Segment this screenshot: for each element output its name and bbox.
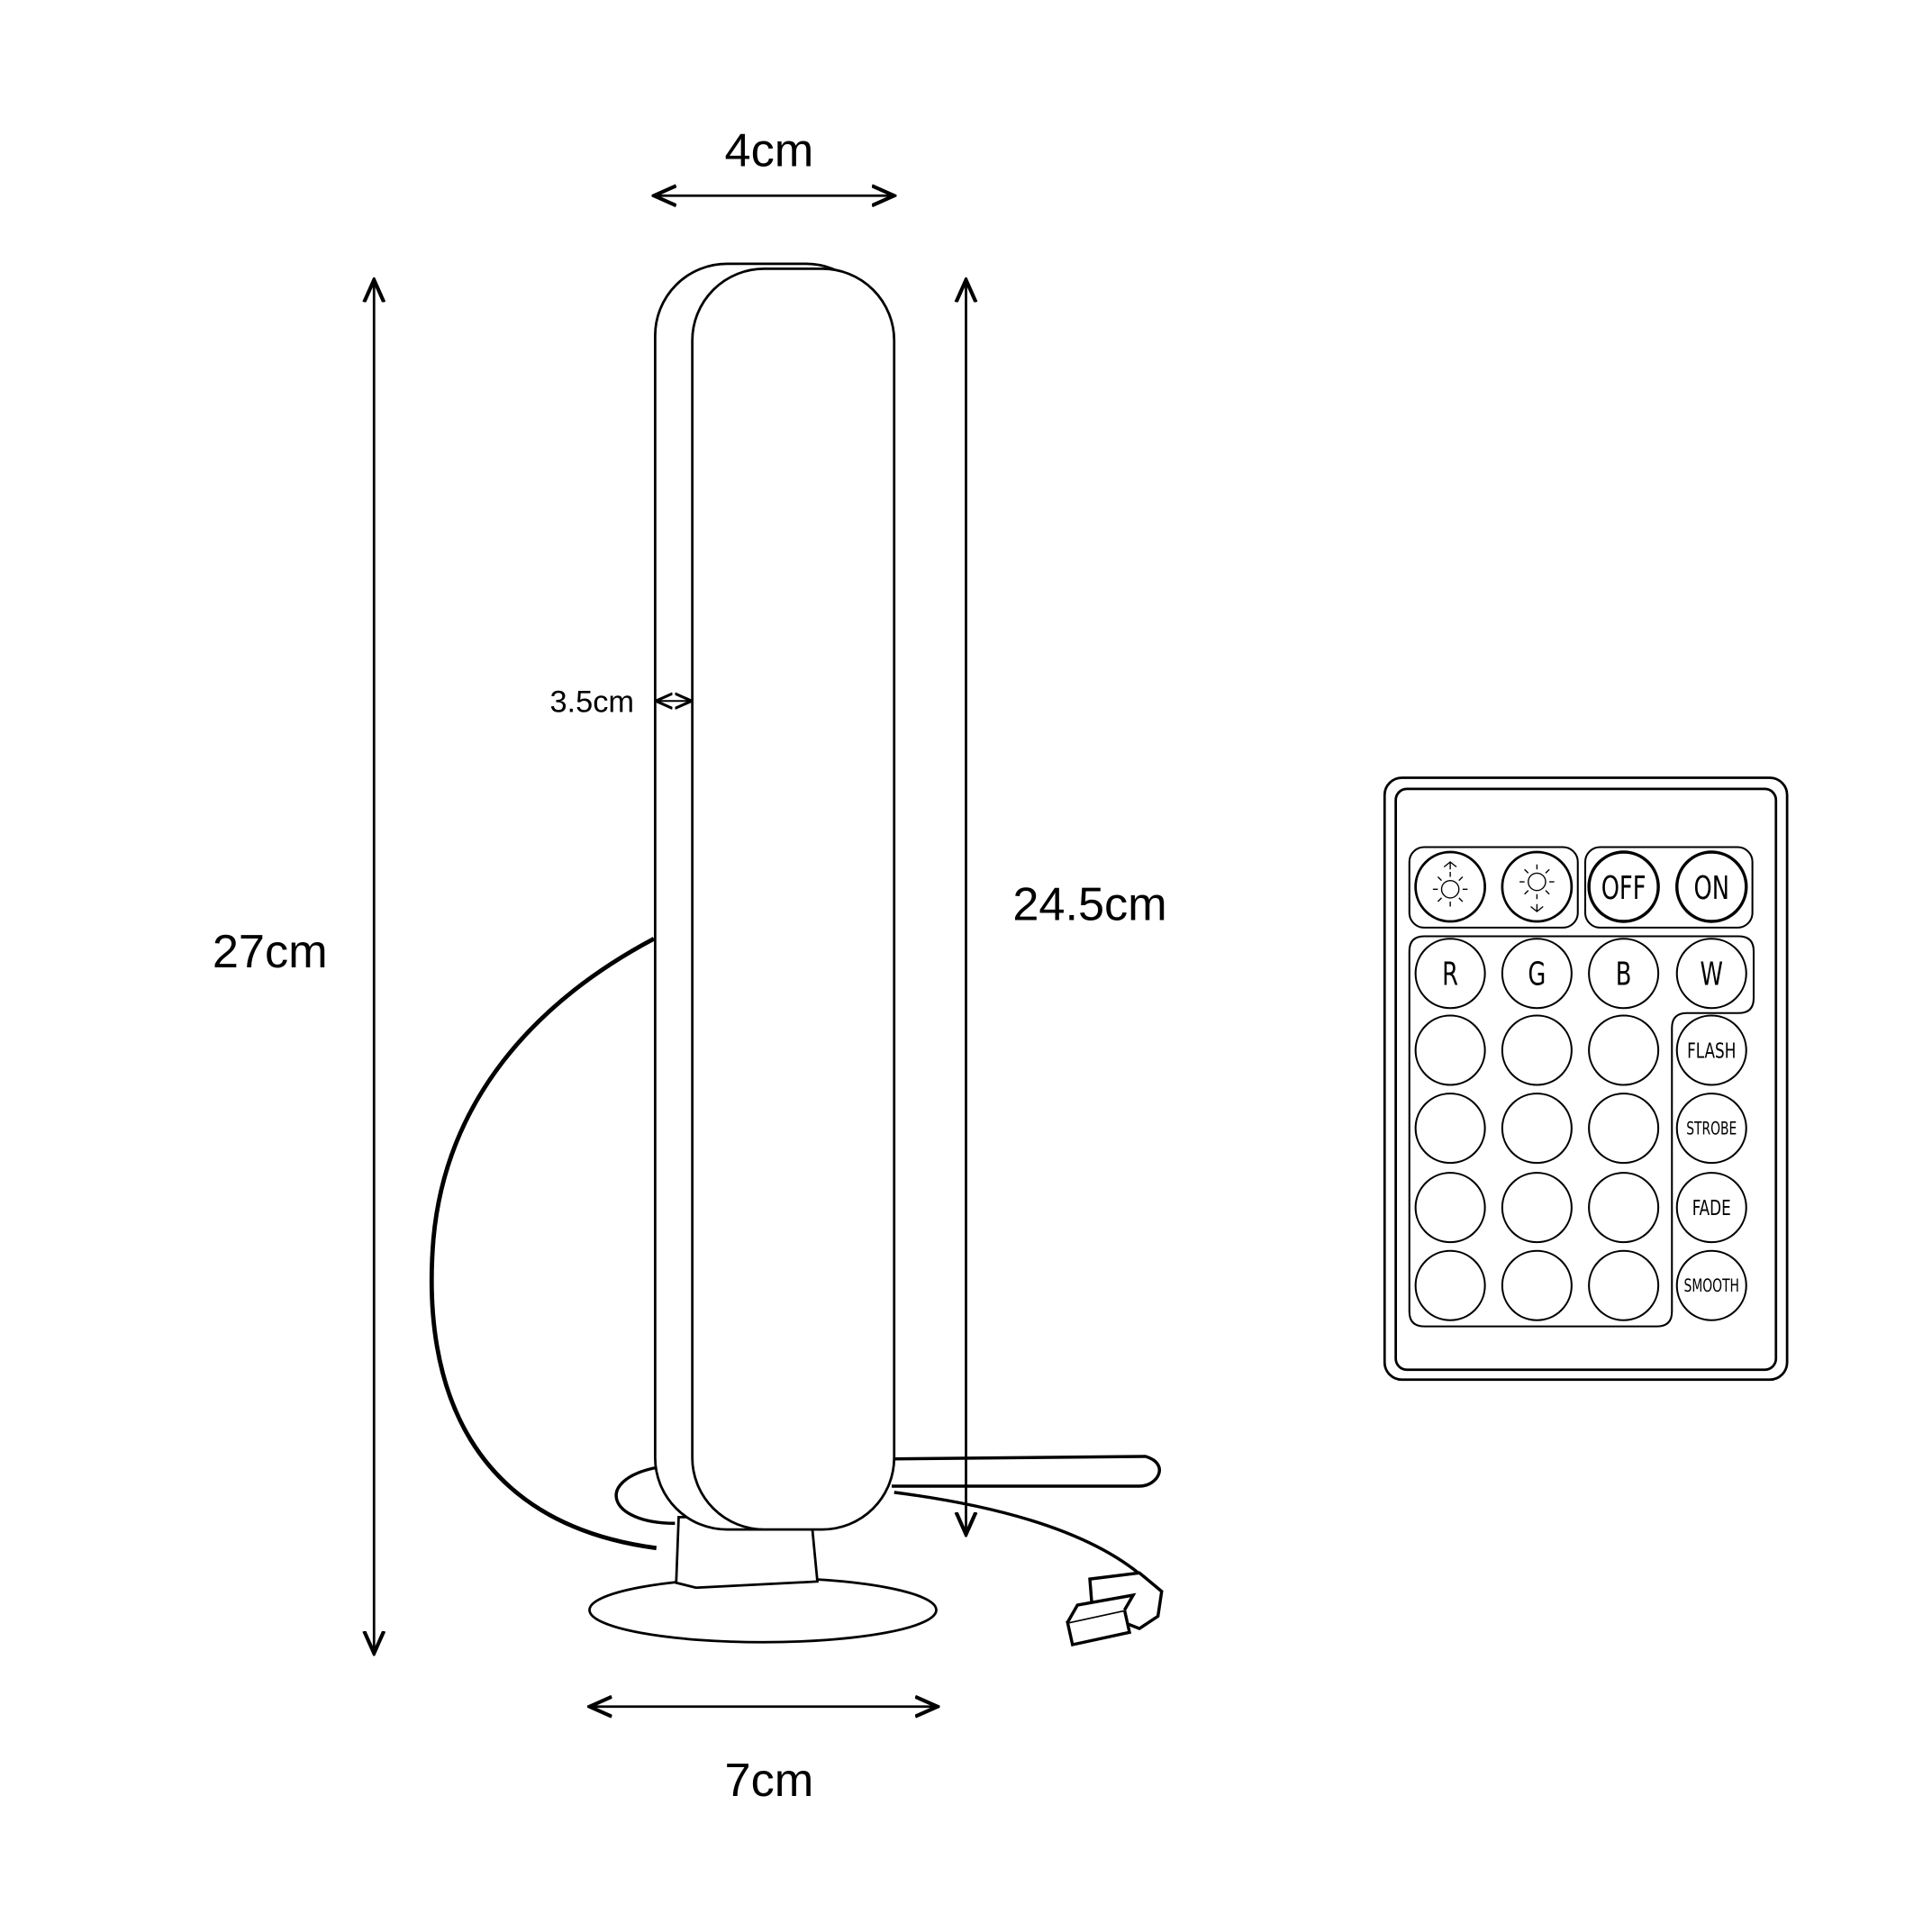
depth-label: 3.5cm (549, 685, 634, 720)
off-button[interactable]: OFF (1587, 850, 1660, 923)
brightness-up-button[interactable] (1414, 850, 1486, 923)
color-button-b[interactable]: B (1588, 938, 1660, 1010)
mode-button-flash[interactable]: FLASH (1675, 1014, 1747, 1086)
color-preset-button[interactable] (1501, 1172, 1573, 1244)
color-preset-button[interactable] (1588, 1093, 1660, 1165)
color-preset-button[interactable] (1588, 1014, 1660, 1086)
mode-label-flash: FLASH (1687, 1038, 1736, 1063)
color-label-b: B (1616, 955, 1632, 993)
color-preset-button[interactable] (1414, 1249, 1486, 1321)
on-button[interactable]: ON (1675, 850, 1748, 923)
on-label: ON (1694, 869, 1729, 907)
color-preset-button[interactable] (1501, 1249, 1573, 1321)
color-preset-button[interactable] (1414, 1014, 1486, 1086)
color-preset-button[interactable] (1588, 1172, 1660, 1244)
usb-plug-icon (1066, 1571, 1164, 1647)
height-total-label: 27cm (213, 926, 328, 978)
mode-button-smooth[interactable]: SMOOTH (1675, 1249, 1747, 1321)
height-bar-label: 24.5cm (1012, 879, 1166, 931)
mode-label-smooth: SMOOTH (1684, 1277, 1739, 1297)
base-width-label: 7cm (725, 1755, 814, 1807)
mode-label-fade: FADE (1692, 1195, 1731, 1220)
color-preset-button[interactable] (1414, 1172, 1486, 1244)
color-button-w[interactable]: W (1675, 938, 1747, 1010)
off-label: OFF (1601, 869, 1646, 907)
brightness-down-icon (1519, 864, 1555, 912)
remote-control: OFF ON R G B W FLASH STROBE FADE SMOOTH (1383, 776, 1789, 1382)
color-preset-button[interactable] (1501, 1014, 1573, 1086)
power-cable (429, 937, 658, 1551)
color-preset-button[interactable] (1501, 1093, 1573, 1165)
color-preset-button[interactable] (1414, 1093, 1486, 1165)
power-cable-loop (614, 1455, 1161, 1581)
color-button-r[interactable]: R (1414, 938, 1486, 1010)
lamp-front-panel (691, 268, 896, 1531)
mode-button-fade[interactable]: FADE (1675, 1172, 1747, 1244)
color-label-w: W (1701, 955, 1723, 993)
color-label-r: R (1442, 955, 1458, 993)
brightness-up-icon (1432, 861, 1468, 907)
brightness-down-button[interactable] (1501, 850, 1574, 923)
color-button-g[interactable]: G (1501, 938, 1573, 1010)
mode-button-strobe[interactable]: STROBE (1675, 1093, 1747, 1165)
color-preset-button[interactable] (1588, 1249, 1660, 1321)
lamp-base (588, 1576, 938, 1644)
width-top-label: 4cm (725, 124, 814, 177)
color-label-g: G (1528, 955, 1546, 993)
mode-label-strobe: STROBE (1686, 1120, 1737, 1139)
